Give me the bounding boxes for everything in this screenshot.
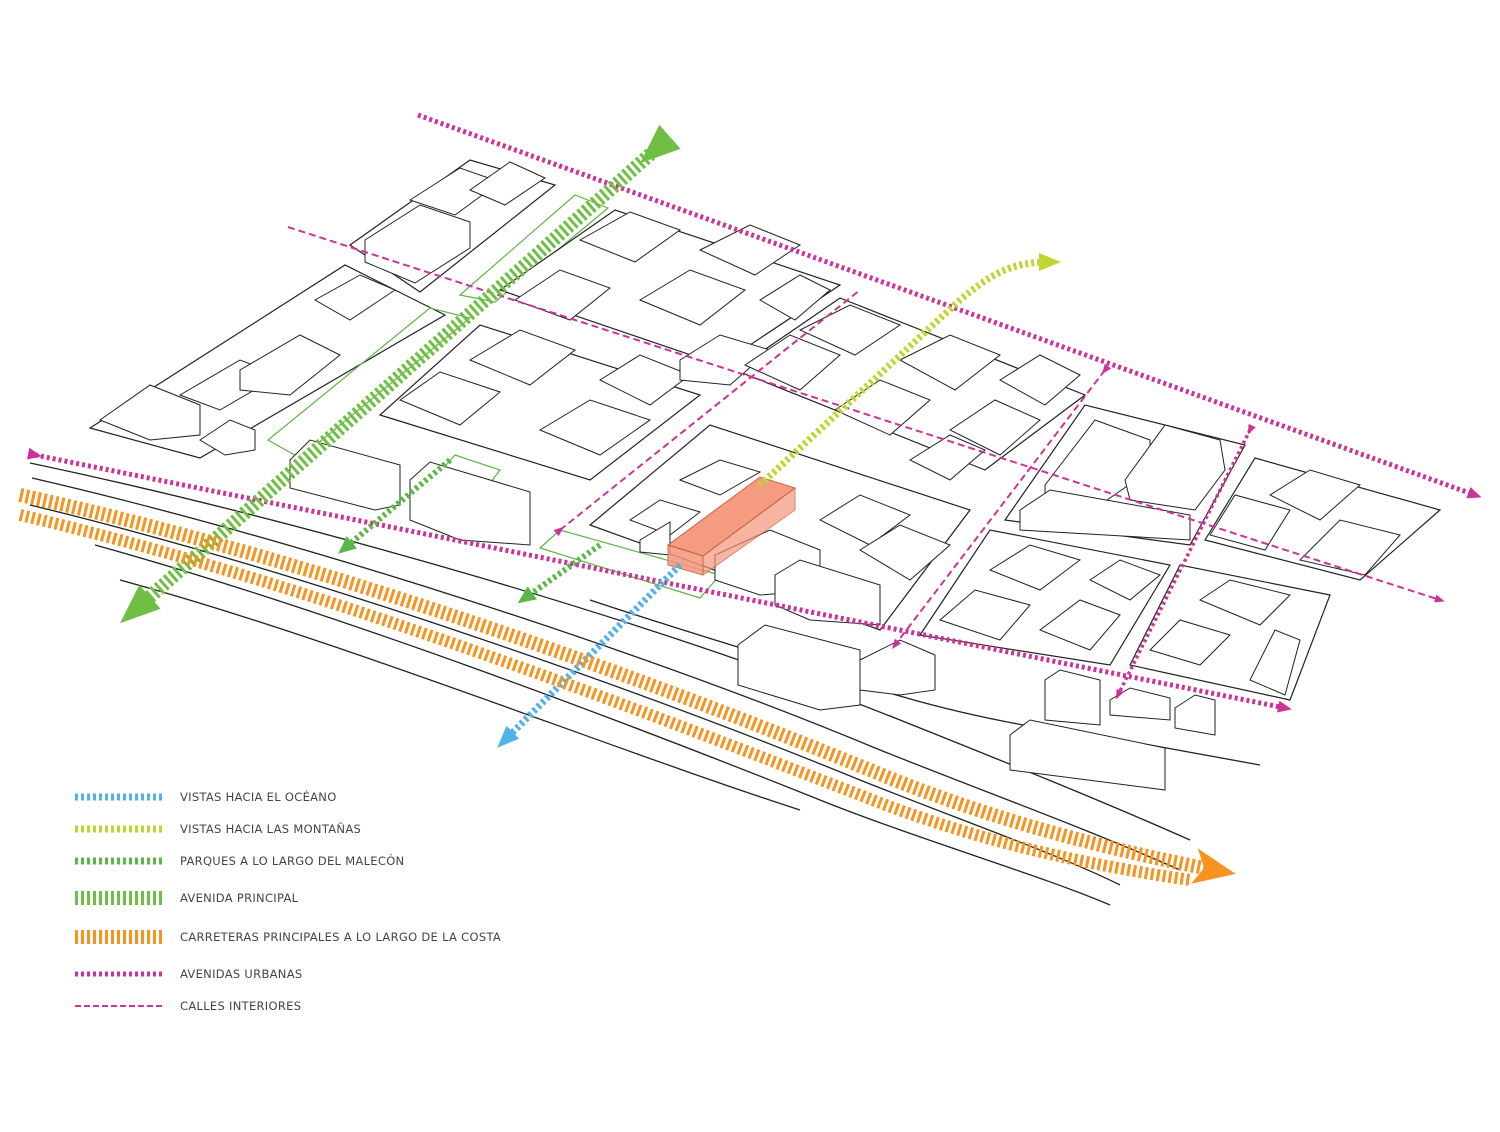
avenue-cross-1 (1115, 423, 1256, 700)
legend-item-interior-streets: CALLES INTERIORES (75, 999, 301, 1013)
legend-label-urban-avenues: AVENIDAS URBANAS (180, 967, 302, 981)
legend-label-main-avenue: AVENIDA PRINCIPAL (180, 891, 299, 905)
main-avenue (120, 124, 681, 624)
legend-item-urban-avenues: AVENIDAS URBANAS (75, 967, 302, 981)
legend-label-ocean-views: VISTAS HACIA EL OCÉANO (180, 789, 337, 804)
legend: VISTAS HACIA EL OCÉANO VISTAS HACIA LAS … (75, 789, 501, 1013)
legend-item-waterfront-parks: PARQUES A LO LARGO DEL MALECÓN (75, 853, 404, 868)
legend-label-waterfront-parks: PARQUES A LO LARGO DEL MALECÓN (180, 853, 404, 868)
legend-item-ocean-views: VISTAS HACIA EL OCÉANO (75, 789, 337, 804)
legend-label-interior-streets: CALLES INTERIORES (180, 999, 301, 1013)
waterfront-parks (338, 457, 602, 604)
legend-label-mountain-views: VISTAS HACIA LAS MONTAÑAS (180, 821, 361, 836)
mountain-views (757, 253, 1061, 488)
legend-item-mountain-views: VISTAS HACIA LAS MONTAÑAS (75, 821, 361, 836)
coastal-highways (18, 488, 1236, 886)
ocean-views (497, 562, 683, 748)
legend-item-main-avenue: AVENIDA PRINCIPAL (75, 891, 299, 905)
legend-item-coastal-highways: CARRETERAS PRINCIPALES A LO LARGO DE LA … (75, 930, 501, 944)
legend-label-coastal-highways: CARRETERAS PRINCIPALES A LO LARGO DE LA … (180, 930, 501, 944)
buildings (98, 161, 1401, 791)
